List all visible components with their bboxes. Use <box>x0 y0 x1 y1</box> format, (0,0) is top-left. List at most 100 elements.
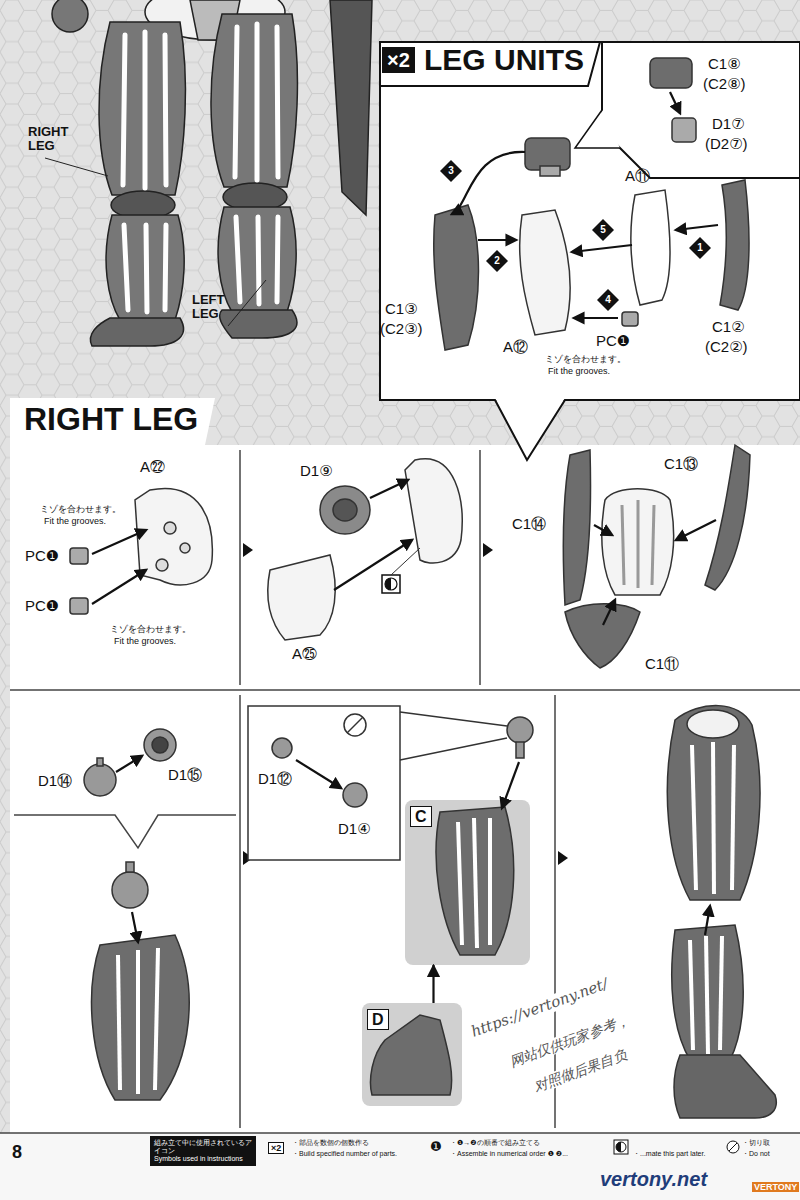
part-drawing <box>434 58 749 350</box>
part-drawing <box>362 1003 462 1106</box>
part-drawing <box>540 166 560 176</box>
part-drawing <box>118 948 158 1094</box>
part-drawing <box>70 548 88 564</box>
instruction-panel-frame <box>602 42 800 178</box>
figure-illustration <box>255 24 260 180</box>
part-drawing <box>343 783 367 807</box>
part-drawing <box>674 1055 776 1118</box>
part-drawing <box>180 543 190 553</box>
part-drawing <box>155 948 158 1090</box>
assembly-arrow <box>116 756 142 942</box>
part-number: C1⑧ <box>708 55 741 72</box>
part-number: PC❶ <box>25 597 59 614</box>
part-drawing <box>667 706 760 900</box>
symbol-note: ・Do not <box>742 1150 770 1158</box>
figure-illustration <box>211 14 297 338</box>
part-drawing <box>347 717 363 733</box>
symbol-note: ・切り取 <box>742 1139 770 1147</box>
figure-illustration <box>123 35 125 185</box>
callout-frame <box>248 706 400 860</box>
footer-band <box>727 1141 739 1153</box>
part-number: A㉕ <box>292 645 317 662</box>
leg-label: LEFT LEG <box>192 293 244 322</box>
assembly-arrow <box>92 530 146 604</box>
section-panels <box>14 815 236 848</box>
assembly-arrow <box>92 530 146 554</box>
part-drawing <box>687 710 739 738</box>
groove-note: Fit the grooves. <box>114 637 176 647</box>
assembly-arrow <box>676 225 718 230</box>
figure-illustration <box>330 0 372 215</box>
icon-text: ❶ <box>430 1140 442 1155</box>
footer-band <box>0 1133 800 1200</box>
part-drawing <box>650 58 692 88</box>
part-drawing <box>320 486 370 534</box>
part-number: (C2③) <box>380 320 423 337</box>
box-heading: 組み立て中に使用されているアイコン <box>154 1139 252 1155</box>
assembly-arrow <box>116 756 142 772</box>
box-heading: D <box>367 1009 389 1030</box>
instruction-panel-frame <box>495 400 565 460</box>
part-drawing <box>720 936 722 1050</box>
assembly-arrow <box>334 480 412 590</box>
footer-band <box>0 1133 800 1200</box>
figure-illustration <box>143 32 148 188</box>
assembly-arrow <box>572 245 632 252</box>
part-drawing <box>272 714 533 1106</box>
part-drawing <box>92 935 190 1100</box>
figure-illustration <box>218 207 296 312</box>
step-number: 2 <box>486 250 508 272</box>
figure-illustration <box>235 24 278 304</box>
count-badge: ×2 <box>382 47 415 73</box>
step-number: 5 <box>592 219 614 241</box>
footer-band <box>616 1142 626 1152</box>
part-number: A⑪ <box>625 167 650 184</box>
box-heading: LEG UNITS <box>424 43 584 78</box>
footer-band <box>729 1143 737 1151</box>
assembly-arrow <box>676 520 716 540</box>
part-drawing <box>118 955 120 1090</box>
assembly-arrow <box>670 92 680 113</box>
part-drawing <box>516 742 524 758</box>
part-drawing <box>622 500 654 588</box>
part-drawing <box>268 555 335 640</box>
part-drawing <box>385 578 391 590</box>
part-drawing <box>488 818 492 945</box>
instruction-panel-frame <box>495 398 565 460</box>
part-number: C1⑪ <box>645 655 679 672</box>
footer-band <box>0 1132 800 1134</box>
part-drawing <box>713 742 714 894</box>
figure-illustration <box>220 310 297 338</box>
assembly-arrow <box>603 600 615 625</box>
figure-illustration <box>236 217 240 302</box>
part-drawing <box>732 745 734 890</box>
symbol-note: ・部品を数個の個数作る <box>292 1139 369 1147</box>
part-number: D1⑦ <box>712 115 745 132</box>
box-heading: RIGHT LEG <box>24 401 198 438</box>
figure-illustration <box>52 0 372 346</box>
part-drawing <box>631 190 670 305</box>
part-drawing <box>507 717 533 743</box>
part-drawing <box>458 822 462 945</box>
figure-illustration <box>165 35 166 185</box>
part-drawing <box>268 459 462 640</box>
step-number: 1 <box>689 237 711 259</box>
assembly-arrow <box>502 762 519 808</box>
footer-band <box>614 1140 628 1154</box>
part-drawing <box>436 807 514 955</box>
part-drawing <box>622 312 638 326</box>
assembly-arrow <box>574 317 618 319</box>
part-drawing <box>391 548 420 575</box>
part-drawing <box>563 445 750 668</box>
symbol-note: ・Build specified number of parts. <box>292 1150 397 1158</box>
figure-illustration <box>146 225 147 312</box>
part-drawing <box>272 738 292 758</box>
part-number: D1⑨ <box>300 462 333 479</box>
part-drawing <box>602 489 674 595</box>
part-drawing <box>97 758 103 766</box>
callout-frame <box>400 712 507 726</box>
part-drawing <box>565 604 640 668</box>
instruction-panel-frame <box>380 42 800 460</box>
